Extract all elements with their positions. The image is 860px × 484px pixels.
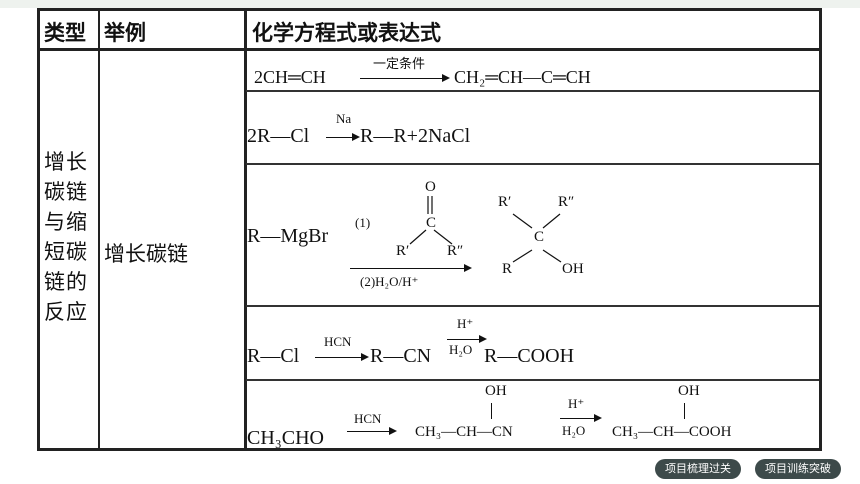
r5-intermediate: CH₃—CH—CN bbox=[415, 424, 513, 440]
r3-reactant: R—MgBr bbox=[247, 225, 329, 247]
r5-arrow-2 bbox=[560, 414, 602, 422]
review-button[interactable]: 项目梳理过关 bbox=[655, 459, 741, 479]
header-equation: 化学方程式或表达式 bbox=[252, 21, 441, 45]
row-divider bbox=[246, 90, 819, 92]
r2-condition: Na bbox=[336, 111, 352, 126]
r3-ketone-r2: R″ bbox=[447, 243, 464, 259]
r3-ketone-o: O bbox=[425, 179, 436, 195]
r3-ketone-bonds bbox=[409, 196, 453, 245]
r4-arrow-2 bbox=[447, 335, 487, 343]
r1-reactant: 2CH═CH bbox=[254, 67, 326, 87]
row-divider bbox=[246, 305, 819, 307]
r5-prod-oh: OH bbox=[678, 383, 700, 399]
r4-reactant: R—Cl bbox=[247, 345, 300, 367]
table-header: 类型 举例 化学方程式或表达式 bbox=[40, 11, 819, 51]
r2-arrow bbox=[326, 133, 360, 141]
r3-product-bonds bbox=[512, 213, 562, 263]
header-type: 类型 bbox=[44, 21, 86, 45]
r5-int-oh: OH bbox=[485, 383, 507, 399]
r5-cond2-bottom: H₂O bbox=[562, 423, 586, 438]
r1-product: CH₂═CH—C═CH bbox=[454, 67, 591, 87]
r5-prod-bond bbox=[684, 403, 686, 419]
r4-arrow-1 bbox=[315, 353, 369, 361]
r5-cond2-top: H⁺ bbox=[568, 396, 585, 411]
r3-step1: (1) bbox=[355, 215, 371, 230]
r2-product: R—R+2NaCl bbox=[360, 125, 471, 147]
r4-cond1: HCN bbox=[324, 334, 352, 349]
r3-prod-r2: R″ bbox=[558, 194, 575, 210]
r1-condition: 一定条件 bbox=[373, 56, 426, 71]
example-cell: 增长碳链 bbox=[104, 242, 188, 266]
r3-prod-r1: R′ bbox=[498, 194, 512, 210]
r3-arrow bbox=[350, 264, 472, 272]
r4-cond2-bottom: H₂O bbox=[449, 342, 473, 357]
r5-int-bond bbox=[491, 403, 493, 419]
r3-prod-c: C bbox=[534, 229, 545, 245]
training-button[interactable]: 项目训练突破 bbox=[755, 459, 841, 479]
r3-ketone-c: C bbox=[426, 215, 437, 231]
r2-reactant: 2R—Cl bbox=[247, 125, 310, 147]
r3-prod-r: R bbox=[502, 261, 513, 277]
r3-ketone-r1: R′ bbox=[396, 243, 410, 259]
row-divider bbox=[246, 163, 819, 165]
r5-arrow-1 bbox=[347, 427, 397, 435]
r5-reactant: CH₃CHO bbox=[247, 427, 324, 449]
r4-intermediate: R—CN bbox=[370, 345, 432, 367]
r1-arrow bbox=[360, 74, 450, 82]
header-example: 举例 bbox=[104, 21, 146, 45]
r3-prod-oh: OH bbox=[562, 261, 584, 277]
col-divider-1 bbox=[98, 11, 100, 448]
r4-product: R—COOH bbox=[484, 345, 575, 367]
type-cell: 增长碳链与缩短碳链的反应 bbox=[44, 150, 88, 324]
r3-step2: (2)H₂O/H⁺ bbox=[360, 274, 419, 289]
r4-cond2-top: H⁺ bbox=[457, 316, 474, 331]
col-divider-2 bbox=[244, 11, 247, 448]
top-bar bbox=[0, 0, 860, 8]
row-divider bbox=[246, 379, 819, 381]
r5-product: CH₃—CH—COOH bbox=[612, 424, 732, 440]
reaction-table: 类型 举例 化学方程式或表达式 增长碳链与缩短碳链的反应 增长碳链 2CH═CH… bbox=[37, 8, 822, 451]
r5-cond1: HCN bbox=[354, 411, 382, 426]
